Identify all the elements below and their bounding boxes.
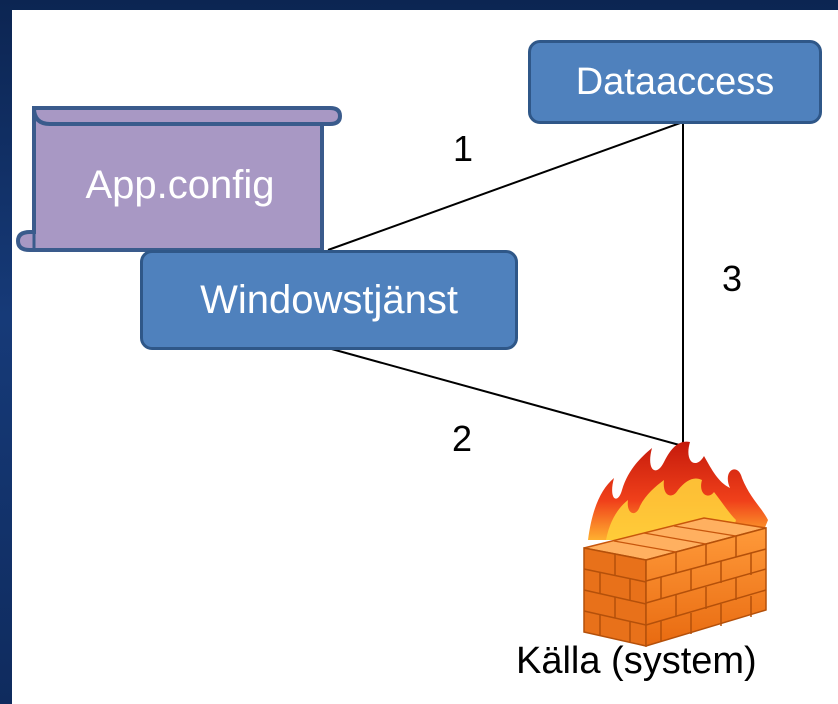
node-windowstjanst: Windowstjänst xyxy=(140,250,518,350)
edge-2-line xyxy=(327,347,684,447)
node-app-config-label: App.config xyxy=(85,162,275,207)
edge-2-label: 2 xyxy=(452,418,473,459)
edge-1-label: 1 xyxy=(453,128,474,169)
node-source-label: Källa (system) xyxy=(516,640,757,682)
node-dataaccess: Dataaccess xyxy=(528,40,822,124)
edge-1-line xyxy=(327,121,684,251)
edge-3-label: 3 xyxy=(722,258,743,299)
